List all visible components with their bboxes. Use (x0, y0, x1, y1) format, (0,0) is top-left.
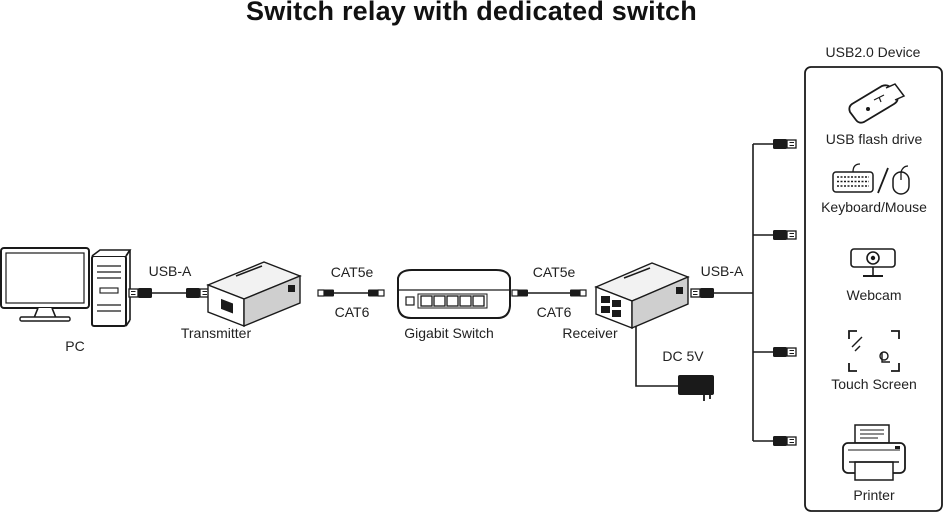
pc-label: PC (65, 338, 85, 354)
transmitter-icon (206, 261, 302, 328)
device-panel-heading: USB2.0 Device (825, 44, 921, 60)
cat5e-left-label: CAT5e (330, 264, 374, 280)
power-adapter-icon (635, 326, 714, 401)
gigabit-switch-icon (397, 269, 511, 319)
webcam-icon (850, 248, 896, 277)
diagram-title: Switch relay with dedicated switch (246, 0, 697, 26)
receiver-label: Receiver (562, 325, 618, 341)
cat5e-right-label: CAT5e (532, 264, 576, 280)
transmitter-label: Transmitter (180, 325, 252, 341)
device-label-usb-flash-drive: USB flash drive (825, 131, 923, 147)
cat6-left-label: CAT6 (334, 304, 370, 320)
usb-cable-right (690, 138, 797, 447)
usb-flash-drive-icon (848, 83, 906, 124)
ethernet-cable-right (511, 288, 587, 298)
gigabit-switch-label: Gigabit Switch (404, 325, 494, 341)
device-label-touch-screen: Touch Screen (831, 376, 917, 392)
device-label-webcam: Webcam (846, 287, 902, 303)
keyboard-mouse-icon (832, 163, 910, 195)
usb-a-right-label: USB-A (700, 263, 744, 279)
cat6-right-label: CAT6 (536, 304, 572, 320)
touch-screen-icon (848, 330, 900, 372)
dc-5v-label: DC 5V (662, 348, 704, 364)
printer-icon (842, 424, 906, 481)
pc-icon (0, 247, 132, 327)
device-label-keyboard-mouse: Keyboard/Mouse (821, 199, 927, 215)
usb-a-left-label: USB-A (148, 263, 192, 279)
device-label-printer: Printer (853, 487, 895, 503)
usb-cable-left (128, 287, 210, 299)
receiver-icon (594, 262, 690, 330)
ethernet-cable-left (317, 288, 385, 298)
